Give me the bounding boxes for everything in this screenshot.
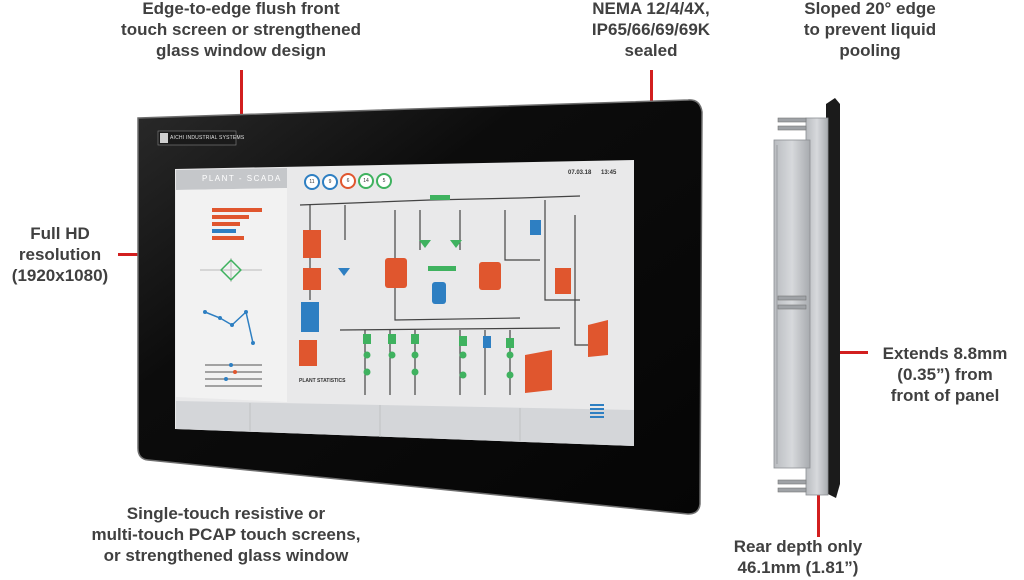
scada-screen	[176, 168, 634, 446]
callout-line-1: Extends 8.8mm	[882, 344, 1008, 363]
brand-logo	[157, 130, 237, 146]
callout-line-2: resolution	[18, 245, 102, 264]
leader-line-nema	[650, 70, 653, 103]
panel-side-view	[773, 98, 840, 498]
leader-line-edge-to-edge	[240, 70, 243, 122]
gauge-value-3: 6	[346, 178, 350, 184]
callout-line-3: pooling	[839, 41, 901, 60]
tank-3	[301, 302, 319, 332]
callout-line-3: (1920x1080)	[11, 266, 109, 285]
tank-7	[432, 282, 446, 304]
callout-line-3: glass window design	[155, 41, 327, 60]
screen-date: 07.03.18	[568, 170, 592, 176]
tank-2	[303, 268, 321, 290]
callout-line-1: Rear depth only	[733, 537, 863, 556]
tank-5	[385, 258, 407, 288]
callout-line-2: multi-touch PCAP touch screens,	[91, 525, 361, 544]
gauge-value-2: 9	[328, 179, 332, 185]
tank-11	[525, 350, 552, 393]
callout-line-1: Single-touch resistive or	[126, 504, 326, 523]
tank-4	[299, 340, 317, 366]
leader-line-rear-depth	[817, 487, 820, 537]
tank-9	[555, 268, 571, 294]
gauge-value-5: 5	[382, 178, 386, 184]
touch-screen	[175, 160, 634, 446]
callout-line-3: sealed	[624, 41, 678, 60]
callout-full-hd: Full HD resolution (1920x1080)	[0, 223, 120, 286]
callout-edge-to-edge: Edge-to-edge flush front touch screen or…	[82, 0, 400, 61]
callout-line-2: touch screen or strengthened	[121, 20, 361, 39]
callout-rear-depth: Rear depth only 46.1mm (1.81”)	[708, 536, 888, 578]
tank-1	[303, 230, 321, 258]
callout-extends: Extends 8.8mm (0.35”) from front of pane…	[866, 343, 1024, 406]
callout-line-2: (0.35”) from	[897, 365, 993, 384]
tank-6	[479, 262, 501, 290]
callout-line-2: to prevent liquid	[803, 20, 937, 39]
screen-time: 13:45	[601, 170, 617, 176]
screen-title: PLANT - SCADA	[202, 174, 282, 183]
tank-10	[588, 320, 608, 357]
callout-touch-screen: Single-touch resistive or multi-touch PC…	[56, 503, 396, 566]
callout-line-3: or strengthened glass window	[103, 546, 349, 565]
callout-line-1: Edge-to-edge flush front	[142, 0, 340, 18]
gauge-value-1: 11	[309, 179, 315, 185]
brand-label: AICHI INDUSTRIAL SYSTEMS	[170, 135, 245, 141]
tank-8	[530, 220, 541, 235]
callout-sloped-edge: Sloped 20° edge to prevent liquid poolin…	[780, 0, 960, 61]
callout-nema: NEMA 12/4/4X, IP65/66/69/69K sealed	[566, 0, 736, 61]
callout-line-1: Sloped 20° edge	[804, 0, 936, 18]
callout-line-2: 46.1mm (1.81”)	[737, 558, 859, 577]
callout-line-3: front of panel	[890, 386, 1000, 405]
gauge-value-4: 14	[363, 178, 369, 184]
leader-line-extends	[836, 351, 868, 354]
callout-line-2: IP65/66/69/69K	[591, 20, 711, 39]
callout-line-1: NEMA 12/4/4X,	[592, 0, 710, 18]
callout-line-1: Full HD	[30, 224, 90, 243]
plant-statistics-label: PLANT STATISTICS	[299, 378, 346, 384]
